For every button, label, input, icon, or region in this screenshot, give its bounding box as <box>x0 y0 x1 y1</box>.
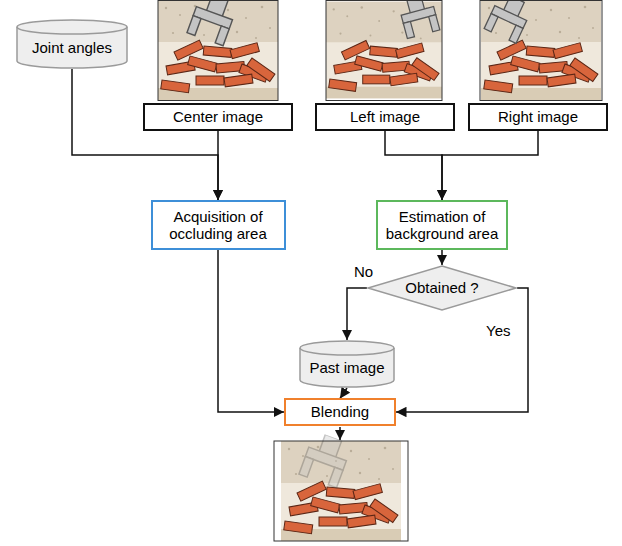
cylinder-rim <box>300 348 394 355</box>
image-label-box: Left image <box>315 103 455 130</box>
flow-arrow <box>217 131 219 200</box>
process-box: Estimation of background area <box>376 200 508 250</box>
image-label-box: Center image <box>143 103 293 130</box>
illustration-part <box>484 0 533 43</box>
flow-arrow <box>72 69 218 200</box>
node-text: Right image <box>498 108 578 125</box>
illustration-part <box>397 0 440 39</box>
node-text: Obtained ? <box>405 279 478 296</box>
flow-arrow <box>340 388 347 398</box>
illustration-part <box>299 431 352 488</box>
database-cylinder: Past image <box>299 340 395 388</box>
database-cylinder: Joint angles <box>16 19 128 69</box>
flow-arrow <box>396 288 528 412</box>
process-box: Blending <box>284 398 396 425</box>
flow-arrow <box>441 250 443 265</box>
center-photo <box>158 0 278 100</box>
node-text: Estimation of background area <box>384 208 500 243</box>
node-text: Acquisition of occluding area <box>159 208 278 243</box>
illustration-part <box>158 1 278 101</box>
illustration-part <box>281 441 401 541</box>
flow-arrow <box>385 131 442 200</box>
output-arrow <box>339 427 341 440</box>
image-label-box: Right image <box>468 103 608 130</box>
edge-label: Yes <box>484 322 512 339</box>
cylinder-rim <box>17 27 127 34</box>
node-text: Past image <box>309 359 384 376</box>
illustration-part <box>274 441 408 541</box>
node-text: Left image <box>350 108 420 125</box>
diamond-shape <box>368 266 516 310</box>
illustration-part <box>480 1 602 101</box>
right-photo <box>480 0 602 101</box>
process-box: Acquisition of occluding area <box>151 200 286 250</box>
cylinder-body <box>17 20 127 68</box>
edge-label: No <box>352 263 375 280</box>
illustration-part <box>187 0 238 46</box>
node-text: Blending <box>311 403 369 420</box>
decision-diamond: Obtained ? <box>367 265 517 311</box>
cylinder-body <box>300 341 394 387</box>
node-text: Center image <box>173 108 263 125</box>
flow-arrow <box>442 131 538 200</box>
flow-arrow <box>347 288 367 340</box>
illustration-part <box>326 1 442 101</box>
flow-arrow <box>218 250 284 412</box>
left-photo <box>326 0 442 100</box>
result-photo <box>274 431 408 541</box>
node-text: Joint angles <box>32 39 112 56</box>
